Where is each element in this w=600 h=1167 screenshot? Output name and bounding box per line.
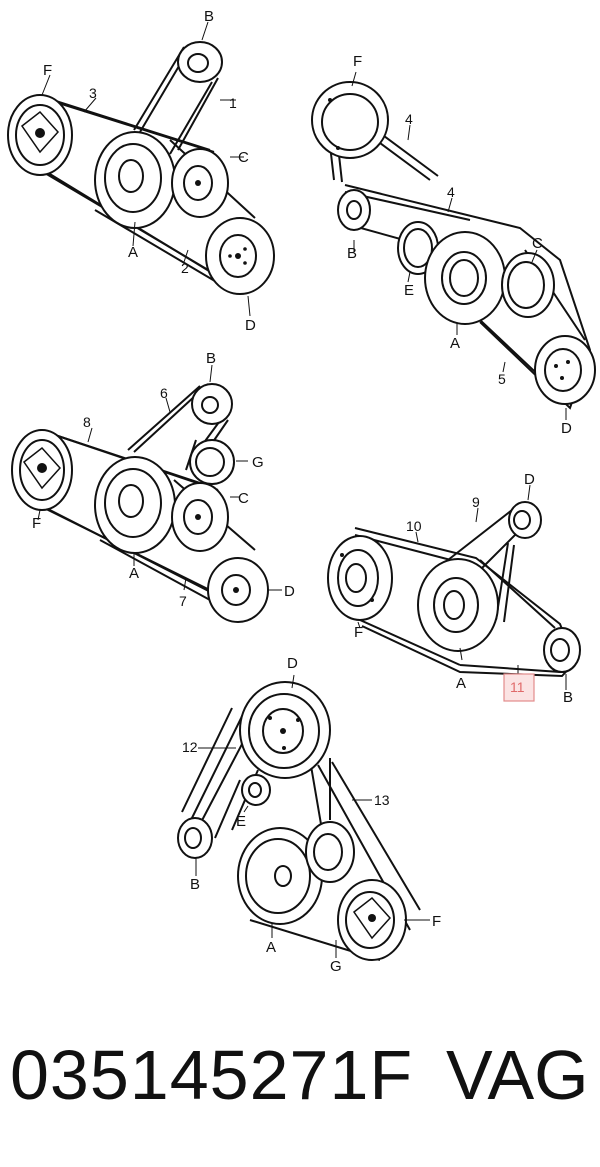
- pulley-g-3: [189, 439, 235, 485]
- pulley-a-1: [94, 131, 176, 229]
- label-f-4: F: [354, 624, 363, 641]
- label-c-2: C: [532, 235, 543, 252]
- diagram-4: [327, 484, 581, 702]
- diagram-2: [311, 71, 596, 420]
- label-b-4: B: [563, 689, 573, 706]
- letter-labels: B F C A D F C B E A D B G C F A D D F A …: [32, 8, 573, 975]
- pulley-b-3: [191, 383, 233, 425]
- callout-numbers: 1 2 3 4 4 5 6 7 8 9 10 11 12 13: [83, 85, 525, 808]
- pulley-f-3: [11, 429, 73, 511]
- label-c-1: C: [238, 149, 249, 166]
- footer: 035145271F VAG: [0, 1030, 600, 1130]
- label-e-2: E: [404, 282, 414, 299]
- pulley-d-4: [508, 501, 542, 539]
- pulley-d-2: [534, 335, 596, 405]
- label-f-1: F: [43, 62, 52, 79]
- pulley-e-5: [241, 774, 271, 806]
- label-f-2: F: [353, 53, 362, 70]
- pulley-c-3: [171, 482, 229, 552]
- callout-11-highlight: [503, 673, 535, 702]
- label-d-2: D: [561, 420, 572, 437]
- diagram-5: [177, 674, 430, 961]
- pulley-a-5: [237, 827, 323, 925]
- pulley-d-5: [239, 681, 331, 779]
- pulley-g-5: [305, 821, 355, 883]
- pulley-d-3: [207, 557, 269, 623]
- callout-9: 9: [472, 494, 480, 510]
- pulley-d-1: [205, 217, 275, 295]
- callout-8: 8: [83, 414, 91, 430]
- pulley-b-1: [177, 41, 223, 83]
- callout-6: 6: [160, 385, 168, 401]
- callout-2: 2: [181, 260, 189, 276]
- label-d-3: D: [284, 583, 295, 600]
- label-c-3: C: [238, 490, 249, 507]
- pulley-a-2: [424, 231, 506, 325]
- label-a-5: A: [266, 939, 276, 956]
- label-a-1: A: [128, 244, 138, 261]
- pulley-f-5: [337, 879, 407, 961]
- label-g-5: G: [330, 958, 342, 975]
- brand-name: VAG: [446, 1036, 589, 1114]
- label-e-5: E: [236, 813, 246, 830]
- label-b-3: B: [206, 350, 216, 367]
- callout-13: 13: [374, 792, 390, 808]
- pulley-b-2: [337, 189, 371, 231]
- callout-4a: 4: [405, 111, 413, 127]
- pulley-c-2: [501, 252, 555, 318]
- callout-1: 1: [229, 95, 237, 111]
- label-d-5: D: [287, 655, 298, 672]
- label-a-4: A: [456, 675, 466, 692]
- pulley-a-4: [417, 558, 499, 652]
- label-f-5: F: [432, 913, 441, 930]
- diagram-3: [11, 364, 282, 623]
- callout-4b: 4: [447, 184, 455, 200]
- callout-5: 5: [498, 371, 506, 387]
- label-a-2: A: [450, 335, 460, 352]
- callout-10: 10: [406, 518, 422, 534]
- pulley-c-1: [171, 148, 229, 218]
- label-b-2: B: [347, 245, 357, 262]
- label-a-3: A: [129, 565, 139, 582]
- label-f-3: F: [32, 515, 41, 532]
- diagram-1: [7, 21, 275, 317]
- pulley-f-2: [311, 81, 389, 159]
- pulley-b-4: [543, 627, 581, 673]
- callout-7: 7: [179, 593, 187, 609]
- callout-3: 3: [89, 85, 97, 101]
- label-b-1: B: [204, 8, 214, 25]
- label-b-5: B: [190, 876, 200, 893]
- callout-12: 12: [182, 739, 198, 755]
- belt-routing-diagram: B F C A D F C B E A D B G C F A D D F A …: [7, 8, 596, 975]
- pulley-f-4: [327, 535, 393, 621]
- part-number: 035145271F: [10, 1036, 414, 1114]
- pulley-a-3: [94, 456, 176, 554]
- label-d-4: D: [524, 471, 535, 488]
- label-g-3: G: [252, 454, 264, 471]
- pulley-f-1: [7, 94, 73, 176]
- callout-11: 11: [510, 679, 525, 695]
- label-d-1: D: [245, 317, 256, 334]
- pulley-b-5: [177, 817, 213, 859]
